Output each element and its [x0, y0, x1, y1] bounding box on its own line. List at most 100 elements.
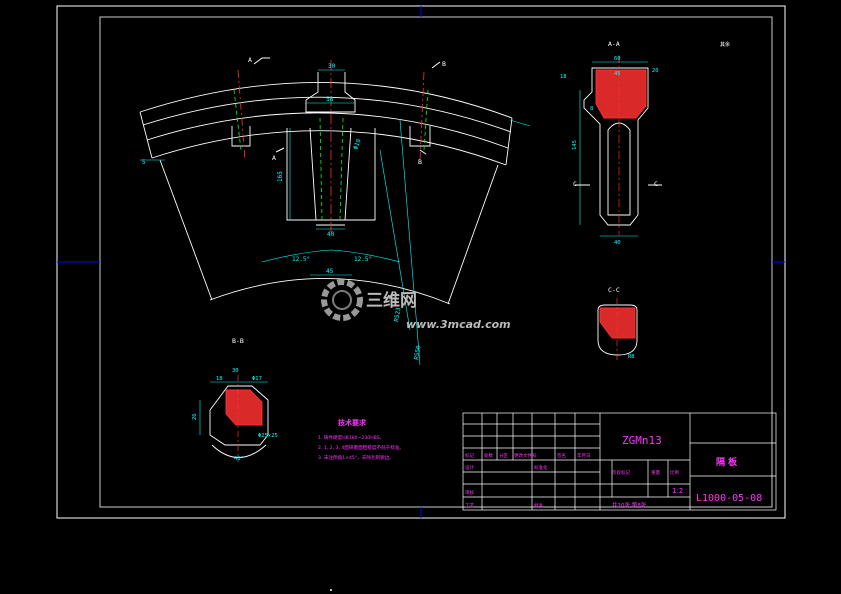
center-line-right: [419, 71, 425, 161]
tb-label-zone: 分区: [499, 452, 508, 459]
arc-bottom: [209, 278, 451, 305]
cc-dim-text-1: R8: [628, 354, 635, 360]
watermark-logo: [321, 279, 363, 321]
aa-dim-text-b: 20: [652, 68, 659, 74]
lug-right: [409, 126, 431, 147]
lug-left: [231, 126, 251, 147]
cc-dim-texts: R8: [628, 354, 635, 360]
section-label-texts: A B A B A-A B-B C-C C C 其余: [232, 40, 730, 345]
label-cut-b-bottom: B: [418, 158, 422, 166]
tb-sheet-info: 共10张 第8张: [612, 501, 647, 509]
bb-dim-text-6: 26: [192, 413, 198, 420]
dim-text-bottom: 45: [326, 268, 334, 275]
taper-lines: [309, 127, 352, 221]
tb-material: ZGMn13: [622, 434, 662, 447]
label-cut-c-left: C: [573, 180, 577, 188]
hidden-line-4: [423, 89, 429, 151]
hidden-line-2: [339, 117, 344, 221]
leader-right: [509, 119, 531, 127]
main-view-fan-plate: [139, 72, 513, 305]
title-block-texts: ZGMn13 隔 板 L1000-05-08 1:2 共10张 第8张 标记 处…: [465, 434, 762, 509]
edge-right-top: [505, 117, 513, 166]
aa-dim-text-a: 18: [560, 74, 567, 80]
notes-title: 技术要求: [338, 418, 367, 427]
dim-text-phi: Φ10: [352, 138, 362, 151]
aa-outline: [583, 67, 649, 226]
tb-ratio: 比例: [670, 469, 679, 476]
dim-text-left: 5: [142, 159, 146, 166]
label-cut-a-top: A: [248, 56, 252, 64]
bb-hatch: [225, 389, 263, 426]
dim-text-r2: R550: [413, 345, 422, 361]
hidden-line-3: [233, 89, 242, 151]
tb-label-date: 年月日: [577, 452, 591, 459]
boss-top: [305, 72, 356, 113]
dim-text-neck: 58: [326, 96, 334, 103]
dim-text-angle-right: 12.5°: [354, 256, 372, 263]
cut-b-top-mark: [431, 61, 441, 69]
bb-dim-text-1: 18: [216, 376, 223, 382]
tb-standardize: 标准化: [534, 464, 548, 471]
aa-dim-text-top: 60: [614, 56, 621, 62]
tb-weight: 重量: [651, 469, 660, 476]
label-cut-c-right: C: [654, 180, 658, 188]
arc-top-inner: [142, 96, 512, 133]
tb-label-mark: 标记: [465, 452, 474, 459]
dim-text-slot: 165: [277, 171, 284, 182]
section-aa-view: [575, 55, 662, 237]
tb-label-sign: 签名: [557, 452, 566, 459]
title-block-frame: [462, 412, 777, 511]
inner-slot-outline: [286, 128, 376, 221]
title-block: [462, 412, 777, 511]
edge-right-side: [447, 164, 499, 305]
dim-text-top: 30: [328, 63, 336, 70]
hidden-line-1: [319, 117, 323, 221]
stray-dot: [330, 589, 332, 591]
technical-notes: 技术要求 1. 铸件硬度HB180~230HBS。 2. 1, 2, 3, 4面…: [318, 418, 404, 461]
dim-text-slot-w: 40: [327, 231, 335, 238]
cc-outline: [597, 304, 638, 356]
bb-dim-text-4: Φ25×25: [258, 433, 278, 439]
label-cut-a-bottom: A: [272, 154, 276, 162]
tb-stage-mark: 阶段标记: [612, 469, 630, 476]
cc-hatch: [599, 307, 636, 339]
aa-dim-text-mid: 8: [590, 106, 593, 112]
tb-label-count: 处数: [484, 452, 493, 459]
cut-b-bottom-mark: [419, 149, 427, 155]
section-cc-view: [597, 298, 638, 362]
aa-dim-text-bottom: 40: [614, 240, 621, 246]
aa-hatch: [595, 69, 647, 119]
watermark-url: www.3mcad.com: [406, 318, 511, 331]
gear-icon: [321, 279, 363, 321]
tb-scale: 1:2: [672, 487, 683, 495]
notes-item-1: 1. 铸件硬度HB180~230HBS。: [318, 434, 384, 441]
edge-left-side: [159, 159, 213, 301]
watermark-brand: 三维网: [366, 290, 417, 311]
arc-top-outer: [139, 82, 513, 119]
main-dim-texts: 30 58 165 40 45 12.5° 12.5° 5 R523 R550 …: [142, 63, 423, 360]
tb-part-name: 隔 板: [716, 456, 738, 468]
tb-label-change: 更改文件号: [514, 452, 537, 459]
cut-plane-marks: [253, 57, 441, 155]
tb-review: 审核: [465, 489, 474, 496]
dim-text-angle-left: 12.5°: [292, 256, 310, 263]
tb-approve: 批准: [534, 502, 543, 509]
label-roughness: 其余: [720, 41, 730, 48]
bb-outline: [209, 385, 269, 446]
tb-drawing-no: L1000-05-08: [696, 493, 762, 504]
bb-dim-text-3: Φ17: [252, 376, 262, 382]
bb-dim-texts: 18 30 Φ17 Φ25×25 48° 26: [192, 368, 278, 462]
gear-hub-icon: [332, 290, 352, 310]
inner-frame: [99, 16, 773, 508]
aa-dim-text-height: 145: [572, 140, 578, 150]
aa-dim-texts: 60 45 145 40 8 18 20: [560, 56, 659, 246]
aa-slot: [607, 122, 631, 216]
bb-bottom-arc: [211, 444, 267, 458]
dim-line-r2: [379, 149, 411, 331]
cut-a-bottom-mark: [275, 147, 285, 153]
label-cc-title: C-C: [608, 286, 620, 294]
dim-text-r1: R523: [393, 307, 402, 323]
edge-left-top: [139, 111, 153, 159]
dim-arc-angle: [261, 249, 401, 263]
